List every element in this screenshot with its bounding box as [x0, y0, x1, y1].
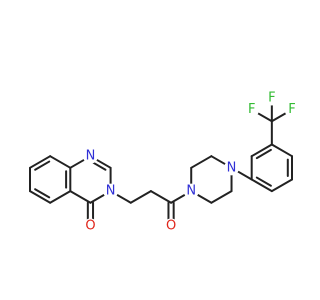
bond-c4-c4a: [69, 190, 92, 204]
bond-piperazine-5: [210, 190, 233, 204]
atom-piperazine-n4-label-background: [224, 160, 240, 176]
bond-benzo-3: [49, 190, 72, 204]
atom-piperazine-n4-label: N: [227, 160, 237, 175]
bond-phenyl-6-inner: [255, 176, 272, 187]
bond-layer: [29, 96, 293, 228]
bond-phenyl-2-inner: [255, 148, 272, 160]
atom-amide-o-label-background: [163, 218, 179, 234]
atom-piperazine-n1-label-background: [183, 183, 199, 199]
bond-piperazine-2: [190, 155, 213, 169]
atom-f2-label: F: [268, 90, 275, 105]
bond-ch2-carbonyl: [149, 190, 173, 204]
atom-f3-label: F: [288, 102, 295, 117]
bond-benzo-1: [49, 155, 72, 169]
atom-n1-label: N: [86, 149, 96, 164]
bond-ch2-ch2: [129, 190, 152, 204]
bond-benzo-4: [29, 190, 52, 204]
bond-benzo-6: [29, 155, 52, 169]
atom-f1-label: F: [248, 102, 255, 117]
atom-o4-label-background: [82, 218, 98, 234]
atom-piperazine-n1-label: N: [186, 184, 196, 199]
bond-phenyl-6: [250, 178, 273, 193]
bond-phenyl-5: [270, 178, 293, 193]
atom-n1-label-background: [82, 148, 98, 164]
bond-benzo-6-inner: [34, 160, 51, 171]
bond-phenyl-2: [250, 143, 273, 158]
atom-n3-label-background: [103, 183, 119, 199]
atom-n3-label: N: [106, 184, 116, 199]
bond-phenyl-3: [270, 143, 293, 158]
atom-o4-label: O: [85, 219, 95, 234]
bond-benzo-4-inner: [34, 188, 51, 199]
atom-f3-label-background: [284, 102, 300, 118]
atom-f1-label-background: [244, 102, 260, 118]
atom-f2-label-background: [264, 90, 280, 106]
atom-amide-o-label: O: [166, 219, 176, 234]
